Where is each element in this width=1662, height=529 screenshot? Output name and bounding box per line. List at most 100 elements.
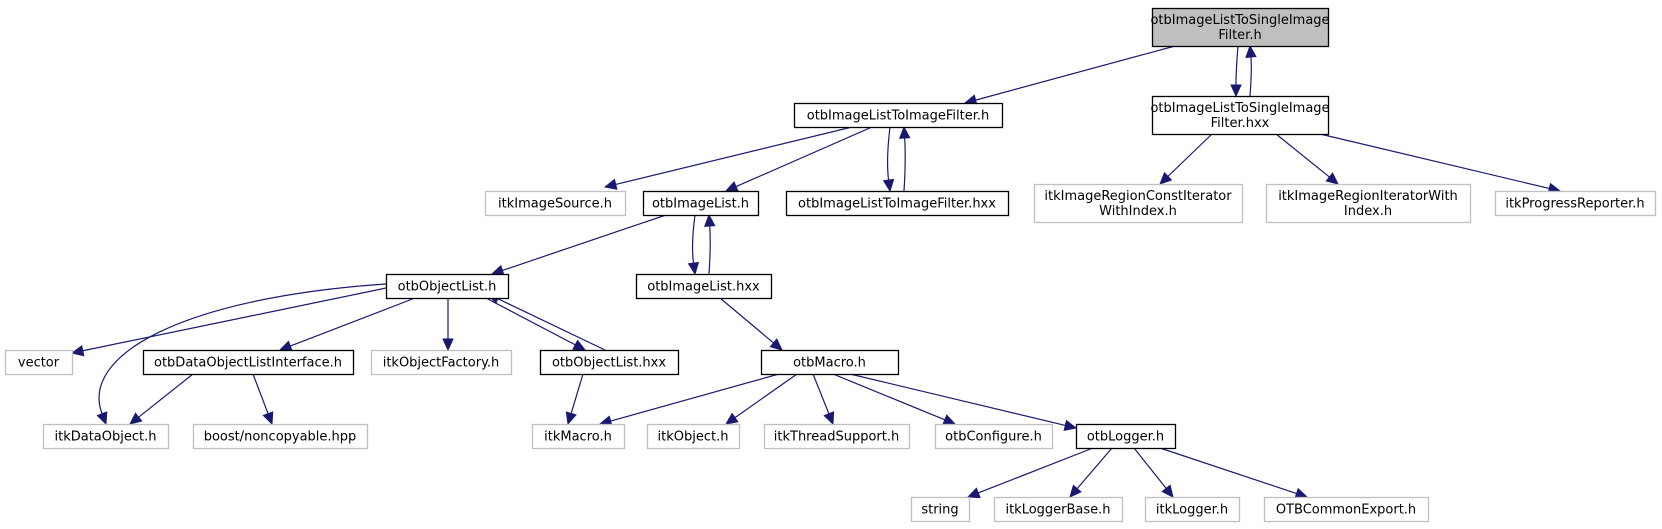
node-objfactory: itkObjectFactory.h: [370, 349, 513, 376]
arrowhead-icon: [724, 181, 739, 192]
node-dolif[interactable]: otbDataObjectListInterface.h: [142, 349, 355, 376]
node-itklogger: itkLogger.h: [1144, 496, 1241, 523]
node-box: [646, 423, 741, 450]
edge-logger_h-to-itklogger: [1133, 447, 1174, 498]
edge-line: [1275, 133, 1330, 178]
edge-ilsif_hxx-to-iriwi: [1275, 133, 1339, 185]
arrowhead-icon: [942, 414, 957, 425]
node-box: [785, 190, 1010, 217]
node-box: [142, 349, 355, 376]
node-box: [1265, 183, 1472, 224]
node-commonexport: OTBCommonExport.h: [1263, 496, 1430, 523]
node-label: otbObjectList.hxx: [552, 356, 666, 371]
node-label: Filter.hxx: [1211, 116, 1270, 131]
node-box: [1263, 496, 1430, 523]
edge-line: [849, 373, 1066, 427]
node-ilif_h[interactable]: otbImageListToImageFilter.h: [793, 102, 1004, 129]
node-box: [763, 423, 911, 450]
edge-ilsif_hxx-to-root: [1245, 44, 1257, 97]
arrowhead-icon: [1245, 44, 1257, 58]
node-string: string: [910, 496, 971, 523]
edge-il_hxx-to-macro: [719, 297, 783, 351]
edge-line: [615, 126, 853, 185]
node-macro[interactable]: otbMacro.h: [760, 349, 900, 376]
node-threadsupport: itkThreadSupport.h: [763, 423, 911, 450]
node-il_h[interactable]: otbImageList.h: [642, 190, 760, 217]
node-loggerbase: itkLoggerBase.h: [993, 496, 1124, 523]
edge-line: [691, 214, 696, 264]
node-ol_hxx[interactable]: otbObjectList.hxx: [539, 349, 680, 376]
edge-il_h-to-il_hxx: [687, 214, 700, 276]
edge-macro-to-configure: [832, 373, 957, 425]
node-dataobject: itkDataObject.h: [42, 423, 170, 450]
node-label: otbMacro.h: [793, 356, 866, 371]
node-label: otbImageListToSingleImage: [1150, 101, 1329, 116]
node-box: [793, 102, 1004, 129]
edge-line: [610, 373, 780, 422]
arrowhead-icon: [898, 125, 911, 139]
node-label: otbImageListToImageFilter.h: [807, 109, 990, 124]
node-ol_h[interactable]: otbObjectList.h: [385, 273, 510, 300]
edge-line: [1235, 45, 1239, 86]
edge-root-to-ilif_h: [963, 45, 1176, 106]
arrowhead-icon: [1325, 172, 1339, 185]
node-box: [993, 496, 1124, 523]
edge-line: [290, 297, 416, 347]
edge-line: [1159, 447, 1297, 495]
edge-il_h-to-ol_h: [490, 214, 667, 276]
edge-logger_h-to-commonexport: [1159, 447, 1309, 499]
arrowhead-icon: [1063, 419, 1078, 431]
node-box: [1075, 423, 1177, 450]
node-box: [1494, 190, 1657, 217]
node-label: vector: [18, 356, 60, 371]
node-box: [1033, 183, 1244, 224]
edge-ol_h-to-vector: [70, 287, 387, 357]
edge-line: [82, 287, 387, 352]
arrowhead-icon: [769, 338, 783, 351]
node-label: otbConfigure.h: [945, 430, 1042, 445]
edges-layer: [70, 44, 1562, 499]
edge-line: [812, 373, 830, 415]
node-label: itkDataObject.h: [55, 430, 157, 445]
node-label: itkImageRegionIteratorWith: [1278, 189, 1458, 204]
arrowhead-icon: [70, 345, 85, 357]
arrowhead-icon: [725, 412, 739, 425]
node-box: [484, 190, 627, 217]
edge-line: [1249, 56, 1252, 97]
node-label: itkObject.h: [658, 430, 729, 445]
edge-dolif-to-noncopyable: [252, 373, 274, 426]
node-logger_h[interactable]: otbLogger.h: [1075, 423, 1177, 450]
node-label: WithIndex.h: [1099, 204, 1177, 219]
arrowhead-icon: [129, 412, 143, 425]
edge-ol_hxx-to-itkmacro: [565, 373, 584, 426]
node-label: itkLoggerBase.h: [1005, 503, 1110, 518]
node-label: itkImageRegionConstIterator: [1044, 189, 1232, 204]
edge-line: [570, 373, 584, 414]
arrowhead-icon: [966, 487, 981, 499]
node-label: otbDataObjectListInterface.h: [154, 356, 342, 371]
node-box: [760, 349, 900, 376]
node-progress: itkProgressReporter.h: [1494, 190, 1657, 217]
edge-line: [975, 45, 1176, 101]
edge-ilif_h-to-ilif_hxx: [882, 126, 895, 193]
node-box: [635, 273, 773, 300]
edge-ilsif_hxx-to-irciwi: [1159, 133, 1213, 185]
edge-line: [886, 126, 891, 181]
arrowhead-icon: [572, 339, 587, 351]
edge-line: [708, 225, 711, 275]
node-label: OTBCommonExport.h: [1276, 503, 1416, 518]
node-box: [934, 423, 1054, 450]
node-il_hxx[interactable]: otbImageList.hxx: [635, 273, 773, 300]
edge-logger_h-to-loggerbase: [1069, 447, 1113, 498]
edge-macro-to-threadsupport: [812, 373, 835, 426]
edge-macro-to-logger_h: [849, 373, 1078, 431]
node-label: itkLogger.h: [1156, 503, 1228, 518]
edge-ilif_h-to-itkImageSource: [603, 126, 853, 190]
node-ilif_hxx[interactable]: otbImageListToImageFilter.hxx: [785, 190, 1010, 217]
node-configure: otbConfigure.h: [934, 423, 1054, 450]
edge-line: [719, 297, 774, 344]
node-box: [910, 496, 971, 523]
